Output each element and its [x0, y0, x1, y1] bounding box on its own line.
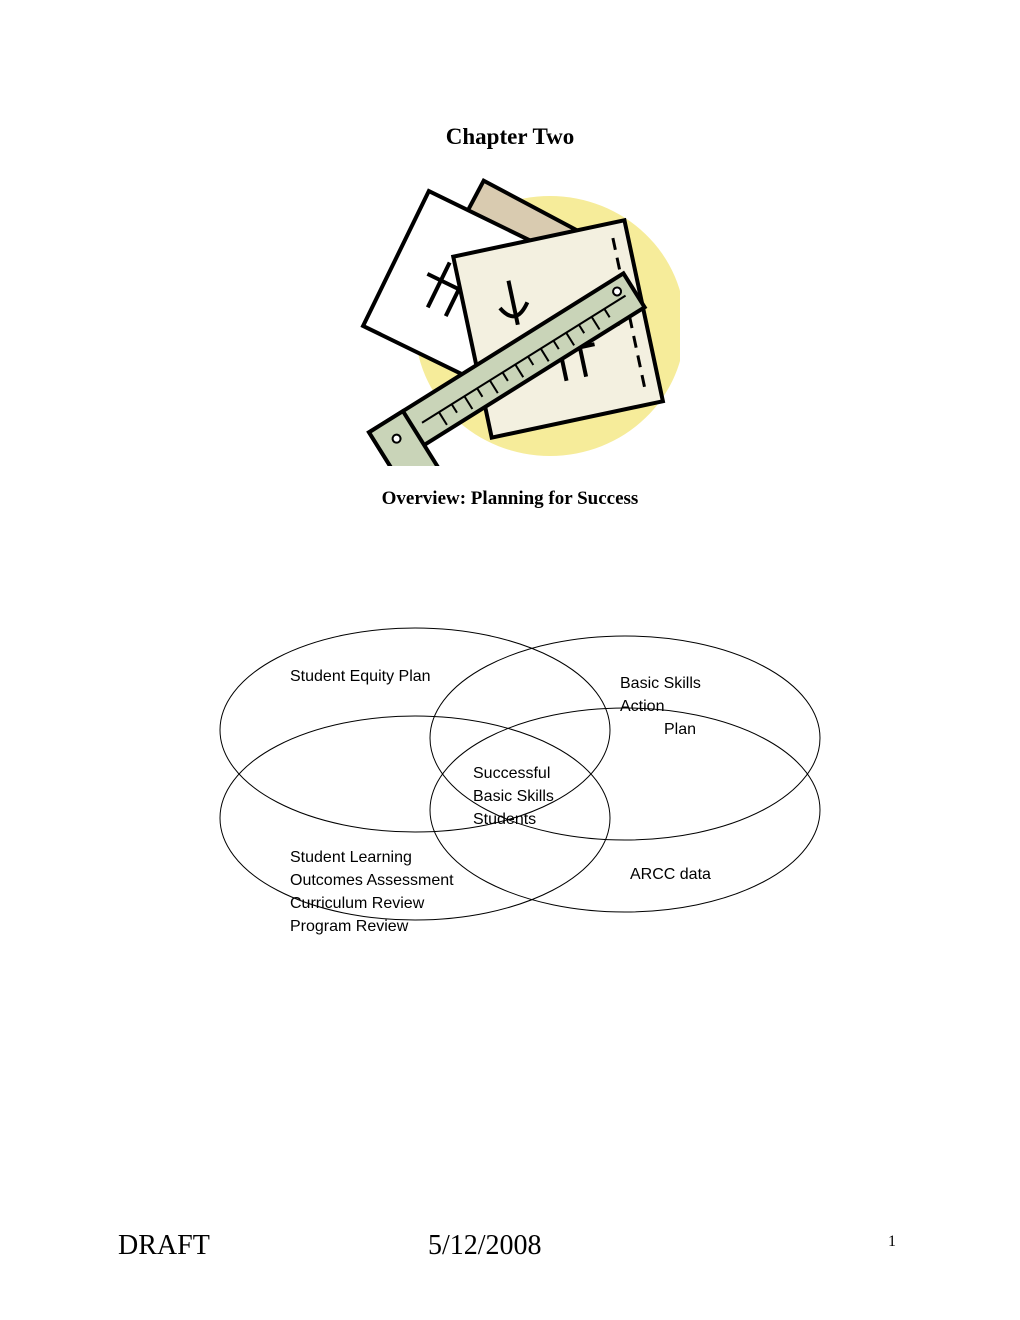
venn-label-student-equity: Student Equity Plan — [290, 668, 431, 685]
page-number: 1 — [888, 1233, 896, 1250]
venn-ellipse-basic-skills — [429, 635, 821, 841]
venn-label-slo-line: Curriculum Review — [290, 895, 425, 912]
footer-draft: DRAFT — [118, 1230, 210, 1261]
venn-label-basic-skills-line: Plan — [664, 721, 697, 738]
venn-label-center-line: Students — [473, 811, 537, 828]
venn-ellipse-slo — [219, 715, 611, 921]
venn-ellipse-student-equity — [219, 627, 611, 833]
venn-label-center-line: Successful — [473, 765, 551, 782]
venn-label-basic-skills-line: Action — [620, 698, 665, 715]
footer-date: 5/12/2008 — [428, 1230, 542, 1261]
venn-label-center: Successful Basic Skills Students — [473, 762, 554, 831]
venn-ellipse-arcc — [429, 707, 821, 913]
venn-label-center-line: Basic Skills — [473, 788, 554, 805]
venn-label-basic-skills: Basic Skills Action Plan — [620, 672, 701, 741]
venn-label-slo-line: Student Learning — [290, 849, 412, 866]
overview-title: Overview: Planning for Success — [381, 488, 639, 509]
venn-diagram — [219, 627, 821, 921]
venn-label-slo-line: Program Review — [290, 918, 409, 935]
drafting-papers-and-ruler-icon — [360, 178, 680, 466]
venn-label-slo-line: Outcomes Assessment — [290, 872, 454, 889]
venn-label-slo: Student Learning Outcomes Assessment Cur… — [290, 846, 454, 938]
venn-label-arcc: ARCC data — [630, 866, 711, 883]
chapter-title: Chapter Two — [445, 124, 575, 149]
venn-label-basic-skills-line: Basic Skills — [620, 675, 701, 692]
